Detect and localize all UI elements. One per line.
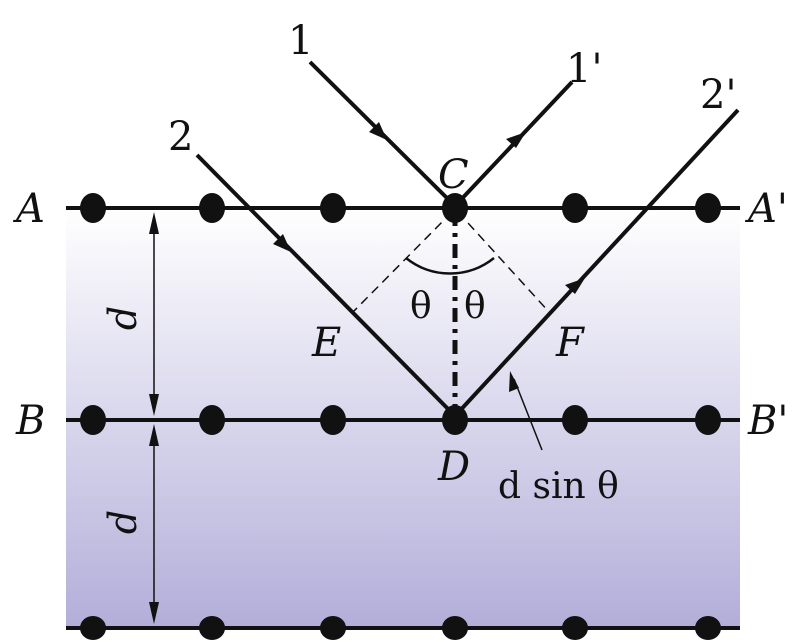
- arrowhead-ray-2-reflected: [565, 278, 585, 294]
- spacing-arrow-lower-bottom-head: [149, 602, 159, 624]
- angle-arc: [405, 257, 495, 275]
- plane-b-right-label: B': [747, 398, 788, 444]
- point-f-label: F: [555, 320, 585, 366]
- path-diff-pointer-head: [509, 371, 519, 392]
- spacing-arrow-upper-bottom-head: [149, 394, 159, 416]
- arrowhead-ray-1-incident: [369, 122, 387, 140]
- ray-1-reflected-label: 1': [566, 46, 602, 92]
- angle-theta-right-label: θ: [464, 286, 486, 327]
- ray-2-incident: [195, 153, 457, 418]
- ray-2-reflected-label: 2': [700, 72, 736, 118]
- spacing-arrow-lower-top-head: [149, 424, 159, 446]
- path-diff-label: d sin θ: [498, 466, 619, 507]
- plane-b-left-label: B: [15, 398, 45, 444]
- arrowhead-ray-1-reflected: [506, 132, 526, 148]
- point-c-label: C: [438, 152, 469, 198]
- spacing-label-upper: d: [101, 306, 145, 330]
- point-e-label: E: [311, 320, 341, 366]
- ray-2-label: 2: [168, 114, 193, 160]
- spacing-label-lower: d: [101, 510, 145, 534]
- path-diff-pointer: [513, 378, 543, 451]
- angle-theta-left-label: θ: [410, 286, 432, 327]
- plane-a-right-label: A': [744, 186, 788, 232]
- spacing-arrow-upper-top-head: [149, 212, 159, 234]
- dashed-line-cf: [457, 211, 551, 314]
- dashed-line-ce: [351, 211, 453, 314]
- ray-1-label: 1: [288, 18, 313, 64]
- plane-a-left-label: A: [12, 186, 45, 232]
- arrowhead-ray-2-incident: [273, 234, 291, 252]
- atoms-row-c: [80, 616, 721, 640]
- point-d-label: D: [437, 444, 470, 490]
- atoms-row-b: [80, 405, 721, 435]
- ray-2-reflected: [453, 108, 740, 418]
